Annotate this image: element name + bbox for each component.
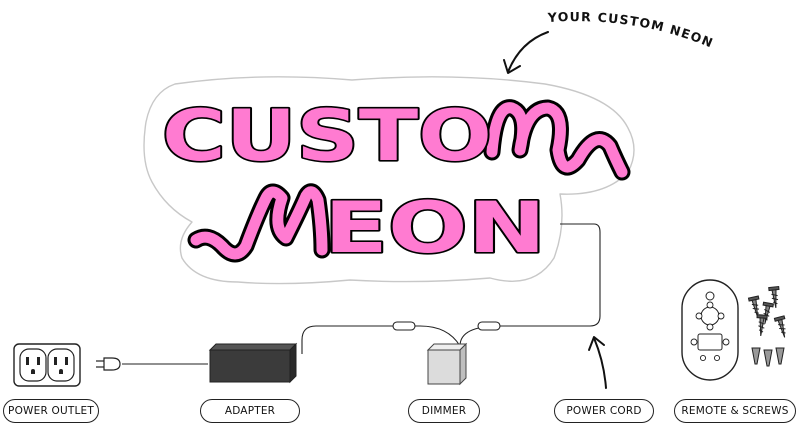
label-power-outlet: POWER OUTLET — [3, 399, 99, 423]
power-cord-arrow — [588, 336, 607, 389]
cord-connector-right — [477, 321, 501, 331]
label-remote-screws: REMOTE & SCREWS — [674, 399, 796, 423]
annotation-textpath: YOUR CUSTOM NEON — [546, 9, 714, 51]
label-power-cord: POWER CORD — [554, 399, 654, 423]
neon-line2: EON — [324, 187, 546, 269]
annotation-text: YOUR CUSTOM NEON — [546, 9, 716, 51]
wall-anchors-icon — [751, 347, 785, 367]
screws-icon — [747, 285, 786, 338]
power-outlet-icon — [13, 343, 81, 387]
neon-squiggle-top — [483, 99, 631, 181]
cord-connector-left — [392, 321, 416, 331]
neon-line1: CUSTO — [162, 95, 492, 177]
neon-squiggle-bottom — [187, 183, 331, 263]
label-dimmer: DIMMER — [408, 399, 480, 423]
adapter-icon — [208, 342, 298, 384]
plug-icon — [96, 357, 121, 371]
remote-control-icon — [681, 279, 739, 381]
annotation-arrow — [503, 31, 549, 74]
label-adapter: ADAPTER — [200, 399, 300, 423]
dimmer-icon — [426, 342, 468, 386]
wiring — [122, 223, 601, 365]
neon-backing — [143, 76, 635, 285]
